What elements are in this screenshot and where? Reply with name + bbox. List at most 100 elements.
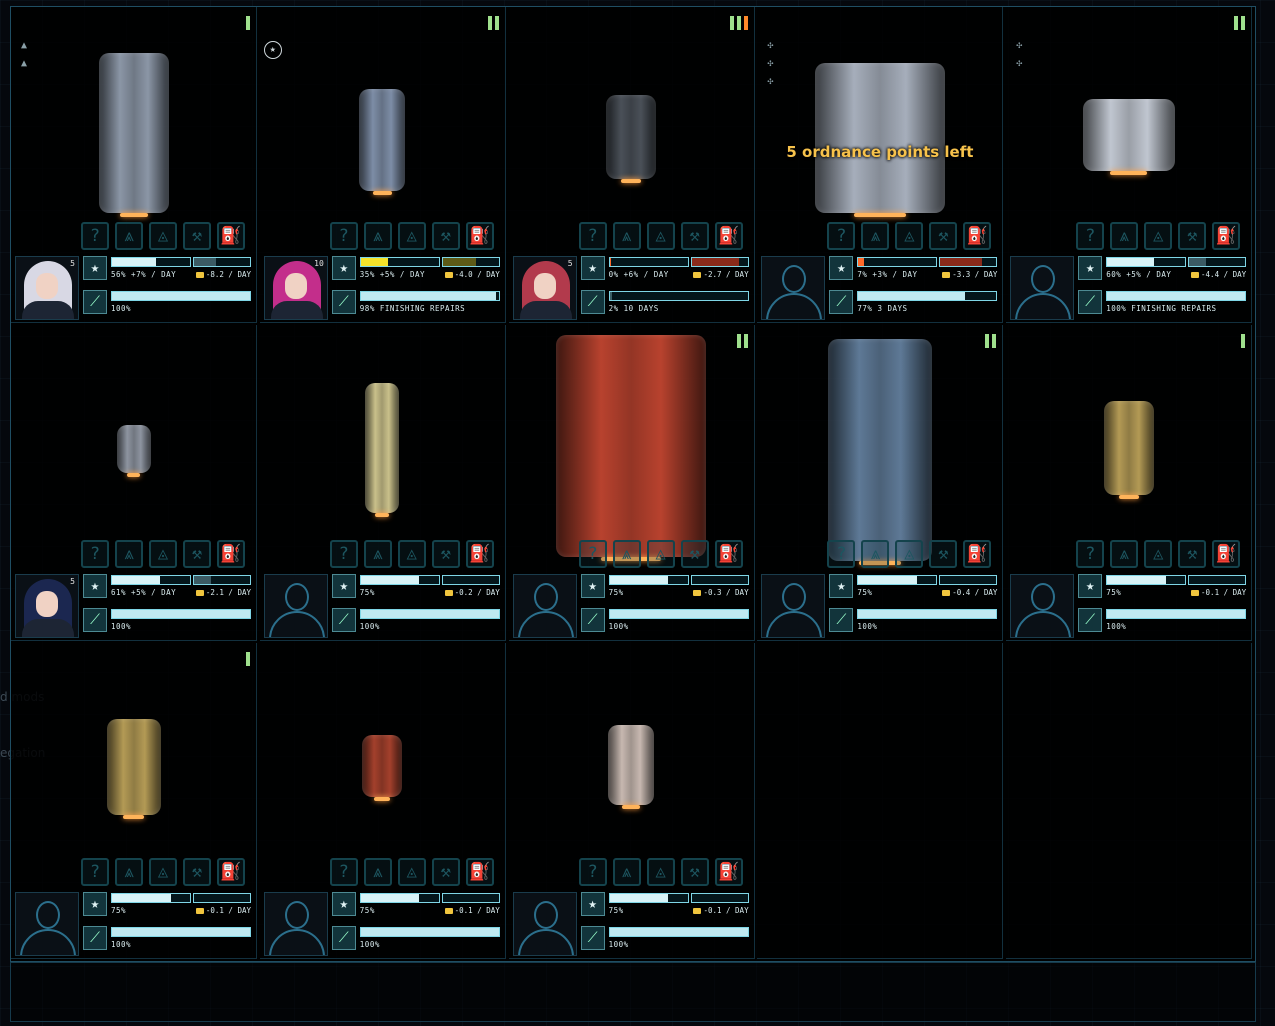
ship-sprite[interactable] bbox=[608, 725, 655, 809]
fleet-ship-card[interactable]: ?⩓◬⚒⛽★75%-0.3 / DAY⟋100% bbox=[508, 325, 755, 641]
officer-portrait[interactable]: 5 bbox=[15, 256, 79, 320]
wrench-alt-icon[interactable]: ⩓ bbox=[363, 858, 392, 886]
tanker-icon[interactable]: ⛽ bbox=[217, 222, 245, 250]
fleet-ship-card[interactable]: ✣ ✣ ✣5 ordnance points left?⩓◬⚒⛽★7% +3% … bbox=[757, 7, 1004, 323]
question-icon[interactable]: ? bbox=[578, 858, 607, 886]
fleet-ship-card[interactable]: ★?⩓◬⚒⛽10★35% +5% / DAY-4.0 / DAY⟋98% FIN… bbox=[259, 7, 506, 323]
tanker-icon[interactable]: ⛽ bbox=[465, 222, 494, 250]
tanker-icon[interactable]: ⛽ bbox=[465, 858, 494, 886]
repair-icon[interactable]: ⚒ bbox=[680, 858, 709, 886]
tanker-icon[interactable]: ⛽ bbox=[1212, 540, 1241, 568]
repair-icon[interactable]: ⚒ bbox=[431, 222, 460, 250]
wrench-alt-icon[interactable]: ⩓ bbox=[363, 540, 392, 568]
tanker-icon[interactable]: ⛽ bbox=[217, 540, 245, 568]
officer-portrait[interactable]: 10 bbox=[263, 256, 328, 320]
wrench-alt-icon[interactable]: ⩓ bbox=[115, 540, 143, 568]
fleet-ship-card[interactable]: ?⩓◬⚒⛽★75%-0.1 / DAY⟋100% bbox=[259, 643, 506, 959]
question-icon[interactable]: ? bbox=[329, 540, 358, 568]
officer-portrait[interactable]: 5 bbox=[512, 256, 577, 320]
tanker-icon[interactable]: ⛽ bbox=[714, 222, 743, 250]
no-officer-silhouette[interactable] bbox=[263, 574, 328, 638]
question-icon[interactable]: ? bbox=[81, 540, 109, 568]
wrench-alt-icon[interactable]: ⩓ bbox=[861, 540, 890, 568]
ship-sprite[interactable] bbox=[556, 335, 707, 561]
ship-sprite[interactable] bbox=[116, 425, 151, 477]
wrench-alt-icon[interactable]: ⩓ bbox=[612, 222, 641, 250]
question-icon[interactable]: ? bbox=[81, 858, 109, 886]
fleet-ship-card[interactable]: ?⩓◬⚒⛽★75%-0.4 / DAY⟋100% bbox=[757, 325, 1004, 641]
no-officer-silhouette[interactable] bbox=[761, 574, 826, 638]
ship-sprite[interactable] bbox=[1103, 401, 1154, 499]
no-officer-silhouette[interactable] bbox=[1010, 256, 1075, 320]
repair-icon[interactable]: ⚒ bbox=[431, 540, 460, 568]
flame-icon[interactable]: ◬ bbox=[149, 858, 177, 886]
ship-sprite[interactable] bbox=[359, 89, 406, 195]
fleet-ship-card[interactable]: ?⩓◬⚒⛽5★61% +5% / DAY-2.1 / DAY⟋100% bbox=[11, 325, 257, 641]
flame-icon[interactable]: ◬ bbox=[397, 540, 426, 568]
fleet-ship-card[interactable]: ✣ ✣?⩓◬⚒⛽★60% +5% / DAY-4.4 / DAY⟋100% FI… bbox=[1006, 7, 1253, 323]
wrench-alt-icon[interactable]: ⩓ bbox=[115, 222, 143, 250]
no-officer-silhouette[interactable] bbox=[15, 892, 79, 956]
no-officer-silhouette[interactable] bbox=[263, 892, 328, 956]
wrench-alt-icon[interactable]: ⩓ bbox=[861, 222, 890, 250]
no-officer-silhouette[interactable] bbox=[512, 892, 577, 956]
question-icon[interactable]: ? bbox=[1076, 540, 1105, 568]
no-officer-silhouette[interactable] bbox=[1010, 574, 1075, 638]
tanker-icon[interactable]: ⛽ bbox=[1212, 222, 1241, 250]
fleet-ship-card[interactable]: ?⩓◬⚒⛽★75%-0.2 / DAY⟋100% bbox=[259, 325, 506, 641]
wrench-alt-icon[interactable]: ⩓ bbox=[363, 222, 392, 250]
ship-sprite[interactable] bbox=[827, 339, 932, 565]
repair-icon[interactable]: ⚒ bbox=[1178, 540, 1207, 568]
wrench-alt-icon[interactable]: ⩓ bbox=[115, 858, 143, 886]
question-icon[interactable]: ? bbox=[827, 540, 856, 568]
fleet-ship-card[interactable]: ?⩓◬⚒⛽★75%-0.1 / DAY⟋100% bbox=[508, 643, 755, 959]
fleet-ship-card[interactable]: ?⩓◬⚒⛽5★0% +6% / DAY-2.7 / DAY⟋2% 10 DAYS bbox=[508, 7, 755, 323]
repair-icon[interactable]: ⚒ bbox=[929, 222, 958, 250]
wrench-alt-icon[interactable]: ⩓ bbox=[1110, 540, 1139, 568]
repair-icon[interactable]: ⚒ bbox=[183, 540, 211, 568]
repair-icon[interactable]: ⚒ bbox=[929, 540, 958, 568]
question-icon[interactable]: ? bbox=[578, 540, 607, 568]
fleet-ship-card[interactable]: ?⩓◬⚒⛽★75%-0.1 / DAY⟋100% bbox=[11, 643, 257, 959]
wrench-alt-icon[interactable]: ⩓ bbox=[1110, 222, 1139, 250]
wrench-alt-icon[interactable]: ⩓ bbox=[612, 540, 641, 568]
ship-sprite[interactable] bbox=[106, 719, 161, 819]
flame-icon[interactable]: ◬ bbox=[646, 222, 675, 250]
ship-sprite[interactable] bbox=[362, 735, 403, 801]
flame-icon[interactable]: ◬ bbox=[1144, 222, 1173, 250]
flame-icon[interactable]: ◬ bbox=[397, 222, 426, 250]
ship-sprite[interactable] bbox=[606, 95, 657, 183]
question-icon[interactable]: ? bbox=[578, 222, 607, 250]
tanker-icon[interactable]: ⛽ bbox=[217, 858, 245, 886]
ship-sprite[interactable] bbox=[814, 63, 945, 217]
flame-icon[interactable]: ◬ bbox=[895, 222, 924, 250]
fleet-ship-card[interactable]: ▲ ▲?⩓◬⚒⛽5★56% +7% / DAY-8.2 / DAY⟋100% bbox=[11, 7, 257, 323]
ship-sprite[interactable] bbox=[1082, 99, 1175, 175]
repair-icon[interactable]: ⚒ bbox=[183, 222, 211, 250]
flame-icon[interactable]: ◬ bbox=[397, 858, 426, 886]
repair-icon[interactable]: ⚒ bbox=[680, 540, 709, 568]
ship-sprite[interactable] bbox=[365, 383, 400, 517]
no-officer-silhouette[interactable] bbox=[761, 256, 826, 320]
repair-icon[interactable]: ⚒ bbox=[680, 222, 709, 250]
question-icon[interactable]: ? bbox=[329, 222, 358, 250]
flame-icon[interactable]: ◬ bbox=[1144, 540, 1173, 568]
tanker-icon[interactable]: ⛽ bbox=[963, 540, 992, 568]
repair-icon[interactable]: ⚒ bbox=[431, 858, 460, 886]
tanker-icon[interactable]: ⛽ bbox=[714, 540, 743, 568]
tanker-icon[interactable]: ⛽ bbox=[465, 540, 494, 568]
ship-sprite[interactable] bbox=[98, 53, 169, 217]
question-icon[interactable]: ? bbox=[81, 222, 109, 250]
flame-icon[interactable]: ◬ bbox=[646, 858, 675, 886]
question-icon[interactable]: ? bbox=[827, 222, 856, 250]
no-officer-silhouette[interactable] bbox=[512, 574, 577, 638]
question-icon[interactable]: ? bbox=[1076, 222, 1105, 250]
flame-icon[interactable]: ◬ bbox=[149, 540, 177, 568]
repair-icon[interactable]: ⚒ bbox=[1178, 222, 1207, 250]
question-icon[interactable]: ? bbox=[329, 858, 358, 886]
tanker-icon[interactable]: ⛽ bbox=[714, 858, 743, 886]
flame-icon[interactable]: ◬ bbox=[149, 222, 177, 250]
wrench-alt-icon[interactable]: ⩓ bbox=[612, 858, 641, 886]
flame-icon[interactable]: ◬ bbox=[646, 540, 675, 568]
tanker-icon[interactable]: ⛽ bbox=[963, 222, 992, 250]
